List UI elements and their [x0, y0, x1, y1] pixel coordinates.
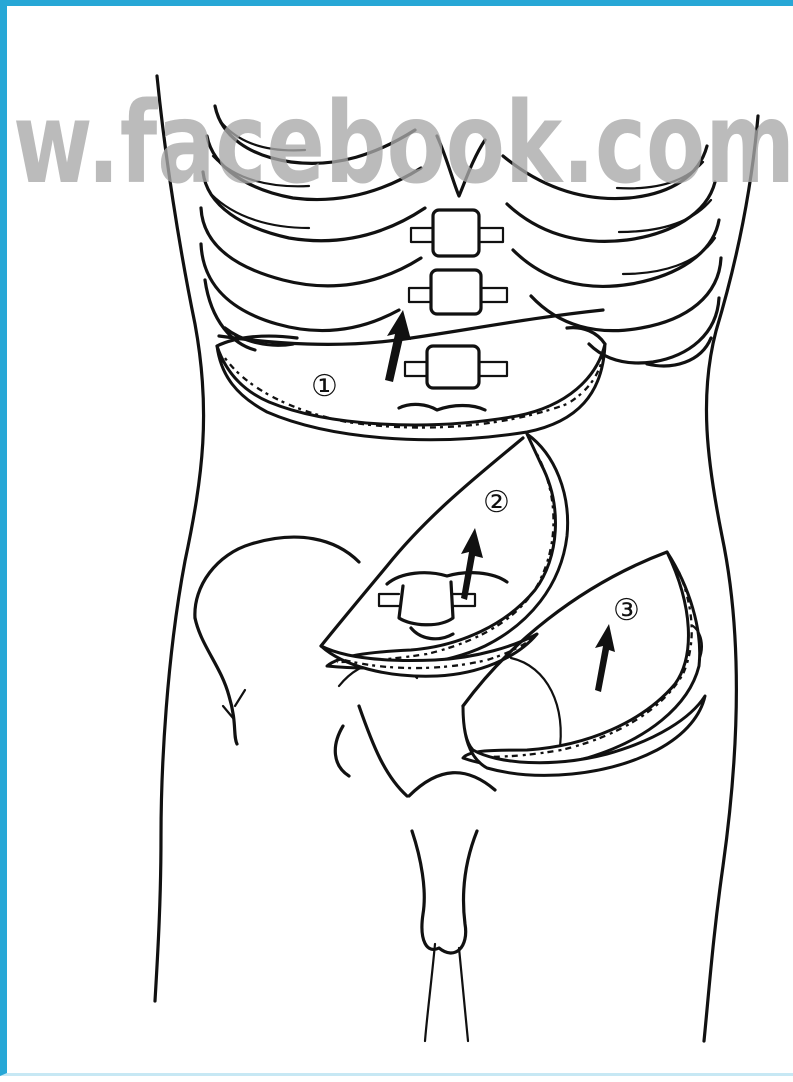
costal-margin-line — [219, 310, 603, 344]
incision-3-flap — [463, 552, 705, 775]
arrow-1-icon — [385, 310, 411, 382]
label-1: ① — [311, 369, 338, 404]
arrow-2-icon — [461, 528, 483, 600]
body-outline — [155, 76, 758, 1041]
arrow-3-icon — [595, 624, 615, 692]
label-2: ② — [483, 485, 510, 520]
incision-2-flap — [321, 434, 568, 676]
lumbar-vertebrae — [399, 210, 507, 410]
watermark-text: w.facebook.com — [13, 79, 793, 209]
abdomen-diagram: ① ② ③ w.facebook.com — [7, 6, 793, 1082]
label-3: ③ — [613, 593, 640, 628]
